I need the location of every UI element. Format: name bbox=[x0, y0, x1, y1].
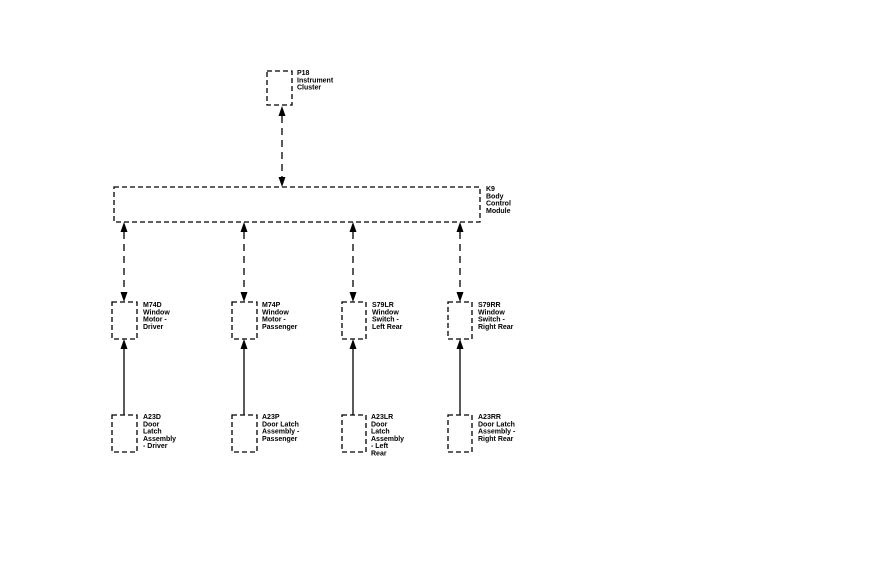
arrow-up-k9 bbox=[240, 222, 248, 232]
m74d-box bbox=[111, 301, 138, 340]
component-k9[interactable]: K9 Body Control Module bbox=[113, 186, 513, 223]
link-p18-k9 bbox=[278, 106, 286, 187]
arrow-up-p18 bbox=[278, 106, 286, 116]
component-m74p[interactable]: M74P Window Motor - Passenger bbox=[231, 301, 298, 340]
arrow-up-s79rr bbox=[456, 339, 464, 349]
k9-box bbox=[113, 186, 481, 223]
m74p-box bbox=[231, 301, 258, 340]
component-m74d[interactable]: M74D Window Motor - Driver bbox=[111, 301, 172, 340]
a23p-box bbox=[231, 414, 258, 453]
a23rr-box bbox=[447, 414, 473, 453]
k9-label: K9 Body Control Module bbox=[486, 186, 513, 215]
arrow-down-m74d bbox=[120, 292, 128, 302]
a23d-label: A23D Door Latch Assembly - Driver bbox=[143, 414, 178, 450]
link-a23d-m74d bbox=[120, 339, 128, 415]
a23lr-label: A23LR Door Latch Assembly - Left Rear bbox=[371, 414, 406, 458]
link-a23p-m74p bbox=[240, 339, 248, 415]
p18-label: P18 Instrument Cluster bbox=[297, 70, 335, 92]
link-k9-m74p bbox=[240, 222, 248, 302]
component-p18[interactable]: P18 Instrument Cluster bbox=[266, 70, 335, 106]
m74p-label: M74P Window Motor - Passenger bbox=[262, 302, 298, 331]
arrow-down-s79lr bbox=[349, 292, 357, 302]
s79lr-label: S79LR Window Switch - Left Rear bbox=[372, 302, 403, 331]
component-s79lr[interactable]: S79LR Window Switch - Left Rear bbox=[341, 301, 403, 340]
link-k9-s79rr bbox=[456, 222, 464, 302]
arrow-up-k9 bbox=[456, 222, 464, 232]
s79rr-box bbox=[447, 301, 473, 340]
a23d-box bbox=[111, 414, 138, 453]
component-a23lr[interactable]: A23LR Door Latch Assembly - Left Rear bbox=[341, 414, 406, 458]
a23rr-label: A23RR Door Latch Assembly - Right Rear bbox=[478, 414, 517, 443]
arrow-down-m74p bbox=[240, 292, 248, 302]
arrow-down-k9 bbox=[278, 177, 286, 187]
p18-box bbox=[266, 70, 293, 106]
link-a23lr-s79lr bbox=[349, 339, 357, 415]
link-a23rr-s79rr bbox=[456, 339, 464, 415]
s79rr-label: S79RR Window Switch - Right Rear bbox=[478, 302, 514, 331]
component-a23d[interactable]: A23D Door Latch Assembly - Driver bbox=[111, 414, 178, 453]
arrow-up-k9 bbox=[349, 222, 357, 232]
arrow-up-k9 bbox=[120, 222, 128, 232]
a23lr-box bbox=[341, 414, 367, 453]
arrow-up-m74p bbox=[240, 339, 248, 349]
a23p-label: A23P Door Latch Assembly - Passenger bbox=[262, 414, 301, 443]
component-s79rr[interactable]: S79RR Window Switch - Right Rear bbox=[447, 301, 514, 340]
component-a23rr[interactable]: A23RR Door Latch Assembly - Right Rear bbox=[447, 414, 517, 453]
arrow-up-m74d bbox=[120, 339, 128, 349]
m74d-label: M74D Window Motor - Driver bbox=[143, 302, 172, 331]
arrow-up-s79lr bbox=[349, 339, 357, 349]
s79lr-box bbox=[341, 301, 367, 340]
link-k9-m74d bbox=[120, 222, 128, 302]
component-a23p[interactable]: A23P Door Latch Assembly - Passenger bbox=[231, 414, 301, 453]
arrow-down-s79rr bbox=[456, 292, 464, 302]
link-k9-s79lr bbox=[349, 222, 357, 302]
